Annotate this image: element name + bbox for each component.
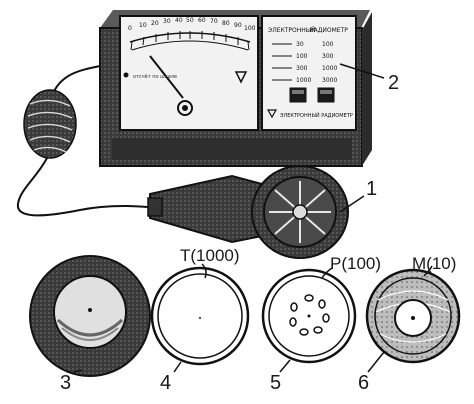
scale-tick: 0 — [128, 25, 132, 32]
meter-needle — [149, 55, 184, 99]
triangle-icon — [266, 109, 278, 119]
scale-tick: 40 — [175, 17, 183, 24]
label-5: 5 — [270, 372, 282, 394]
label-2: 2 — [388, 72, 400, 94]
leader-line-t — [201, 263, 207, 279]
attenuator-t-disc — [150, 266, 250, 366]
scale-tick: 30 — [163, 18, 171, 25]
cable-coil — [23, 89, 77, 159]
scale-tick: 10 — [139, 22, 147, 29]
attenuator-m-disc — [365, 268, 461, 364]
leader-line-2 — [339, 63, 385, 79]
range-value: 300 — [296, 65, 308, 72]
scale-tick: 80 — [222, 20, 230, 27]
triangle-icon — [234, 71, 248, 84]
label-attenuator-m: M(10) — [412, 254, 457, 273]
label-attenuator-t: T(1000) — [180, 246, 240, 265]
leader-line-3 — [73, 369, 83, 373]
label-3: 3 — [60, 372, 72, 394]
cap-disc — [29, 255, 151, 377]
range-value: 30 — [296, 41, 304, 48]
scale-tick: 90 — [234, 22, 242, 29]
label-1: 1 — [366, 178, 378, 200]
scale-tick: 60 — [198, 17, 206, 24]
attenuator-p-disc — [261, 268, 357, 364]
label-4: 4 — [160, 372, 172, 394]
leader-line-1 — [339, 195, 365, 213]
scale-tick: 20 — [151, 20, 159, 27]
range-value: 100 — [322, 41, 334, 48]
panel-header-2: РАДИОМЕТР — [310, 27, 348, 34]
leader-line-m — [423, 265, 433, 277]
leader-line-6 — [367, 351, 385, 373]
range-value: 300 — [322, 53, 334, 60]
range-value: 3000 — [322, 77, 337, 84]
svg-text:0 10 20 30: 0 10 20 30 40 50 60 70 80 90 100 — [128, 17, 256, 32]
dial-note: отсчёт по шкале — [133, 74, 177, 80]
meter-box: 0 10 20 30 40 50 60 70 80 90 100 отсчёт … — [99, 10, 372, 167]
range-value: 100 — [296, 53, 308, 60]
label-6: 6 — [358, 372, 370, 394]
panel-header-1: ЭЛЕКТРОННЫЙ — [268, 27, 316, 34]
probe — [147, 165, 349, 259]
label-attenuator-p: P(100) — [330, 254, 382, 273]
range-value: 1000 — [296, 77, 311, 84]
panel-footer: ЭЛЕКТРОННЫЙ РАДИОМЕТР — [280, 112, 353, 119]
scale-tick: 100 — [244, 25, 256, 32]
range-panel — [261, 15, 357, 131]
leader-lines — [73, 63, 433, 373]
leader-line-4 — [173, 361, 182, 373]
leader-line-p — [321, 267, 333, 279]
scale-tick: 70 — [210, 18, 218, 25]
leader-line-5 — [279, 359, 291, 373]
range-value: 1000 — [322, 65, 337, 72]
scale-tick: 50 — [186, 17, 194, 24]
